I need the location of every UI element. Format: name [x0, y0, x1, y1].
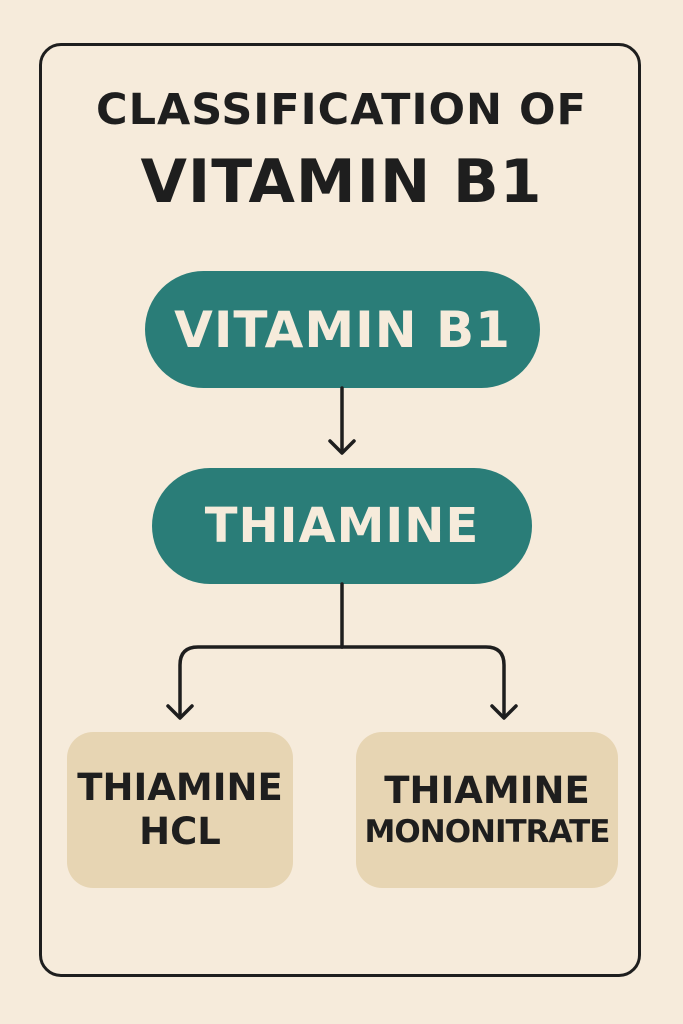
node-vitamin-b1: VITAMIN B1	[145, 271, 540, 388]
node-thiamine-mononitrate: THIAMINE MONONITRATE	[356, 732, 618, 888]
title-line-2: VITAMIN B1	[140, 147, 543, 217]
node-thiamine-label: THIAMINE	[204, 498, 480, 554]
diagram-frame	[39, 43, 641, 977]
node-thiamine: THIAMINE	[152, 468, 532, 584]
node-thiamine-hcl: THIAMINE HCL	[67, 732, 293, 888]
node-thiamine-hcl-line-2: HCL	[139, 810, 221, 853]
title-line-1: CLASSIFICATION OF	[96, 85, 587, 135]
node-thiamine-mononitrate-line-1: THIAMINE	[384, 769, 590, 813]
node-thiamine-mononitrate-line-2: MONONITRATE	[364, 813, 611, 850]
node-thiamine-hcl-line-1: THIAMINE	[77, 765, 283, 809]
node-vitamin-b1-label: VITAMIN B1	[174, 300, 511, 359]
